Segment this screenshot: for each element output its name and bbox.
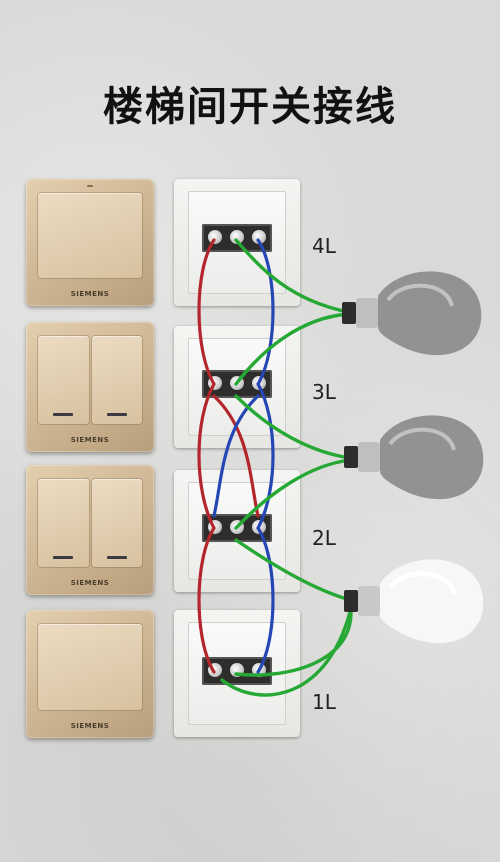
rocker-double xyxy=(38,479,142,567)
blue-cross-wire xyxy=(212,394,260,518)
label-4L: 4L xyxy=(312,234,336,258)
brand-label: SIEMENS xyxy=(70,579,110,587)
green-wire-2b xyxy=(234,538,352,602)
rocker-right xyxy=(91,336,142,424)
switch-panel-double-upper: SIEMENS xyxy=(26,322,154,452)
blue-wire xyxy=(256,238,275,674)
rocker-right xyxy=(91,479,142,567)
brand-label: SIEMENS xyxy=(70,436,110,444)
screw xyxy=(252,230,266,244)
switch-panel-single-top: SIEMENS xyxy=(26,179,154,306)
brand-label: SIEMENS xyxy=(70,722,110,730)
red-wire xyxy=(197,238,216,674)
bulb-top xyxy=(342,271,482,356)
rocker-left xyxy=(38,479,89,567)
green-wire-3b xyxy=(234,394,352,460)
rocker-left xyxy=(38,336,89,424)
bulb-bottom xyxy=(344,559,484,644)
green-wire-3 xyxy=(234,312,350,386)
green-wire-1b xyxy=(220,602,354,697)
indicator-led xyxy=(87,185,93,187)
switch-panel-double-lower: SIEMENS xyxy=(26,465,154,595)
green-wire-2 xyxy=(234,458,352,530)
label-3L: 3L xyxy=(312,380,336,404)
label-2L: 2L xyxy=(312,526,336,550)
screw xyxy=(230,230,244,244)
rocker-single xyxy=(38,193,142,278)
screw xyxy=(208,230,222,244)
label-1L: 1L xyxy=(312,690,336,714)
page-title: 楼梯间开关接线 xyxy=(103,84,397,130)
switch-panel-single-bottom: SIEMENS xyxy=(26,610,154,738)
rocker-double xyxy=(38,336,142,424)
rocker-single xyxy=(38,624,142,710)
red-cross-wire xyxy=(212,394,260,518)
brand-label: SIEMENS xyxy=(70,290,110,298)
green-wire-1 xyxy=(234,600,353,677)
green-wire-4 xyxy=(234,238,350,314)
bulb-middle xyxy=(344,415,484,500)
terminal-block xyxy=(202,224,272,252)
